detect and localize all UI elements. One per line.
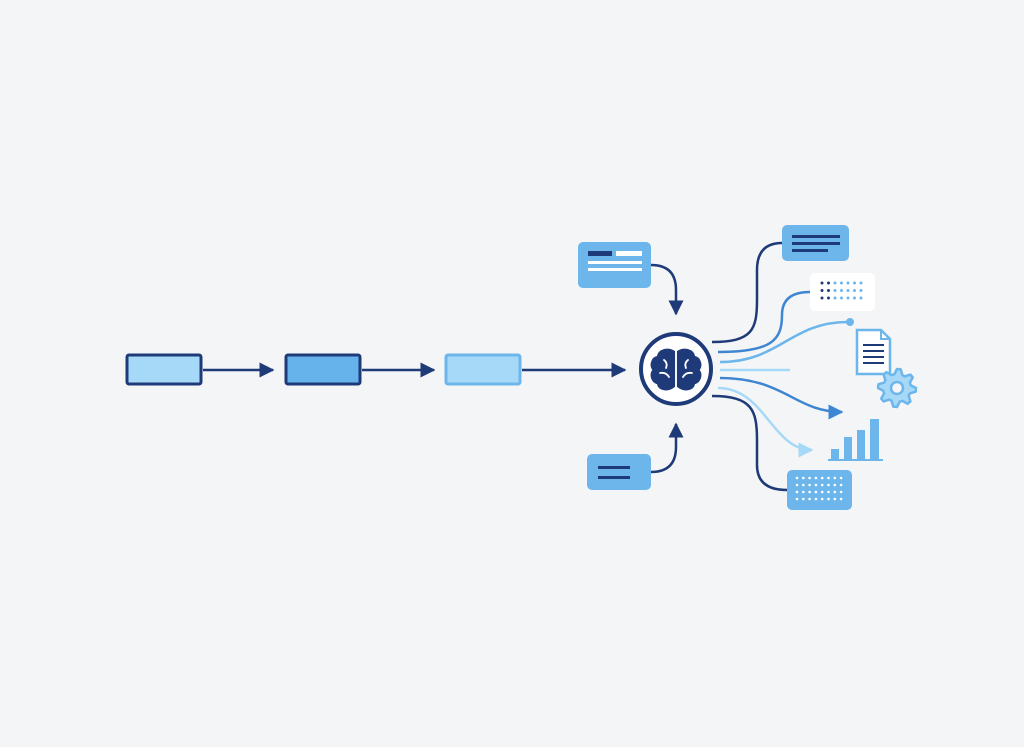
dot [795, 483, 799, 487]
output-dot-grid-card [810, 273, 875, 311]
dot [853, 281, 856, 285]
dot [839, 476, 843, 480]
dot [814, 490, 818, 494]
dot [853, 296, 856, 300]
pipeline-stage-2 [284, 353, 362, 386]
dot [833, 490, 837, 494]
output-bar-chart [828, 419, 883, 461]
input-card-bottom [587, 454, 651, 490]
input-connector-top [650, 263, 684, 316]
dot [820, 497, 824, 501]
dot [820, 483, 824, 487]
dot [808, 490, 811, 494]
input-card-top [578, 242, 651, 288]
dot [833, 497, 837, 501]
ai-hub [639, 332, 713, 406]
dot [820, 296, 824, 300]
output-connector-bar-chart [717, 386, 814, 458]
dot [808, 476, 811, 480]
brain-icon [650, 348, 702, 391]
pipeline-stage-3 [444, 353, 522, 386]
output-text-card [782, 225, 849, 261]
dot [802, 476, 805, 480]
dot [802, 490, 805, 494]
dot [808, 497, 811, 501]
output-connector-dot-grid [717, 290, 811, 354]
dot [795, 476, 799, 480]
dot [827, 483, 830, 487]
dot [820, 476, 824, 480]
dot [808, 483, 811, 487]
output-connector-growth [719, 376, 844, 420]
dot [846, 296, 850, 300]
dot [833, 281, 837, 285]
dot [827, 289, 830, 292]
output-connector-matrix-card [711, 394, 788, 492]
pipeline-stage-1 [125, 353, 203, 386]
dot [814, 497, 818, 501]
dot [846, 289, 850, 292]
dot-matrix-icon [795, 476, 843, 501]
dot [840, 296, 843, 300]
dot [839, 497, 843, 501]
output-document [855, 328, 892, 376]
dot [814, 476, 818, 480]
dot [833, 289, 837, 292]
dot [802, 497, 805, 501]
dot [846, 281, 850, 285]
dot [839, 483, 843, 487]
dot [820, 281, 824, 285]
dot [840, 289, 843, 292]
dot [827, 497, 830, 501]
dot [820, 289, 824, 292]
dot [827, 476, 830, 480]
gear-hole [889, 380, 905, 396]
dot [827, 281, 830, 285]
gear-icon [876, 367, 918, 409]
dot [820, 490, 824, 494]
dot [853, 289, 856, 292]
dot-grid-icon [820, 281, 863, 300]
dot [833, 483, 837, 487]
output-settings [876, 367, 918, 409]
dot [859, 296, 863, 300]
dot [859, 289, 863, 292]
dot [802, 483, 805, 487]
output-connector-node [846, 318, 854, 326]
output-connector-document [719, 320, 849, 364]
dot [839, 490, 843, 494]
dot [827, 296, 830, 300]
dot [859, 281, 863, 285]
dot [795, 490, 799, 494]
dot [827, 490, 830, 494]
output-connector-text-card [711, 241, 783, 344]
input-connector-bottom [650, 422, 684, 474]
dot [840, 281, 843, 285]
dot [833, 296, 837, 300]
output-matrix-card [787, 470, 852, 510]
bar-chart-icon [831, 419, 879, 459]
dot [814, 483, 818, 487]
dot [833, 476, 837, 480]
dot [795, 497, 799, 501]
